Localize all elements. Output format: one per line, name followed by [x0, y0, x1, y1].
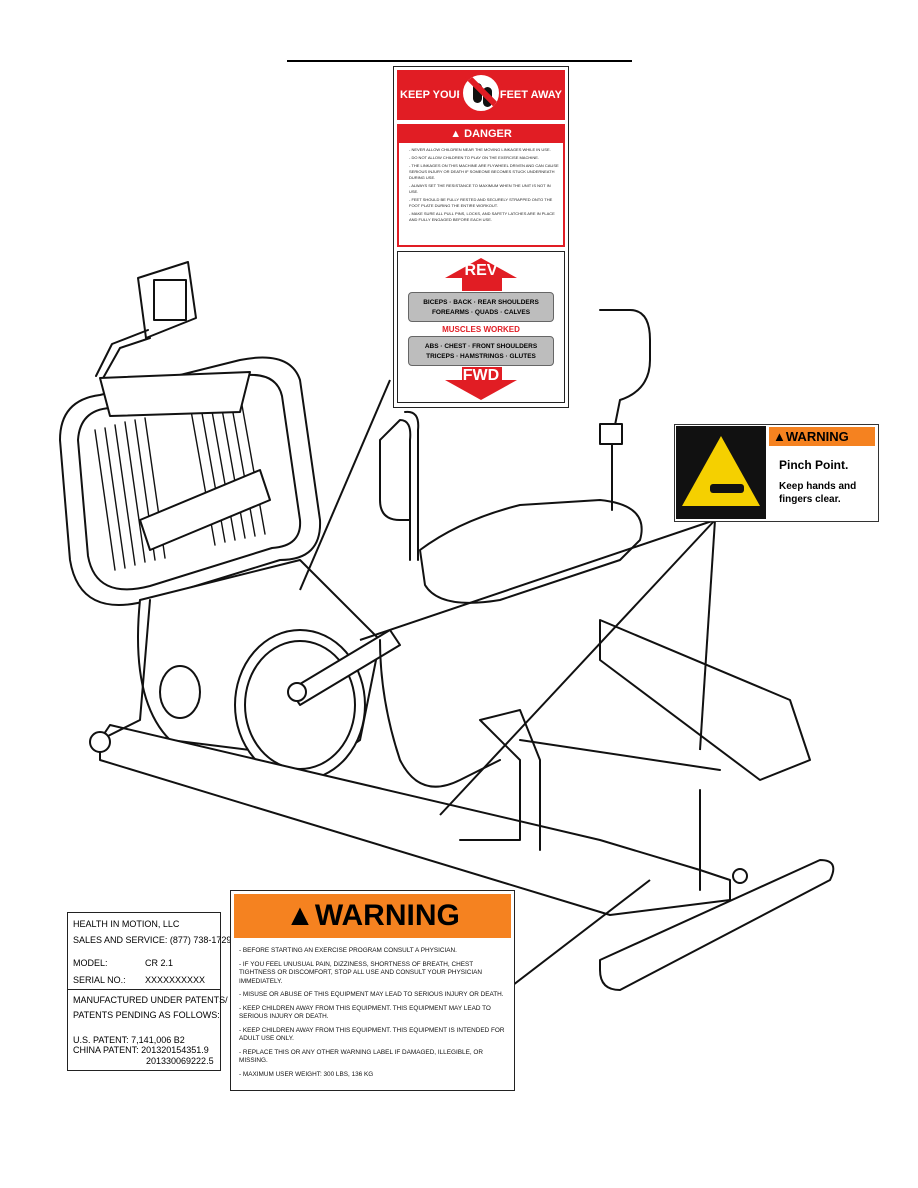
- safety-decal-stack: KEEP YOUR FEET AWAY ▲ DANGER - NEVER ALL…: [393, 66, 569, 408]
- warning-item: - IF YOU FEEL UNUSUAL PAIN, DIZZINESS, S…: [239, 960, 483, 985]
- fwd-muscles-box: ABS · CHEST · FRONT SHOULDERS TRICEPS · …: [408, 336, 554, 366]
- model-key: MODEL:: [73, 958, 108, 968]
- danger-header-text: DANGER: [464, 128, 512, 140]
- rev-text: REV: [464, 262, 498, 279]
- pinch-point-title: Pinch Point.: [779, 458, 849, 472]
- fwd-text: FWD: [462, 367, 500, 384]
- pinch-warning-header: ▲WARNING: [769, 427, 875, 446]
- china-patent-2: 201330069222.5: [146, 1056, 214, 1066]
- serial-value: XXXXXXXXXX: [145, 975, 206, 985]
- fwd-muscles-line1: ABS · CHEST · FRONT SHOULDERS: [424, 343, 538, 350]
- rev-muscles-box: BICEPS · BACK · REAR SHOULDERS FOREARMS …: [408, 292, 554, 322]
- patents-line2: PATENTS PENDING AS FOLLOWS:: [73, 1010, 220, 1020]
- serial-label: HEALTH IN MOTION, LLC SALES AND SERVICE:…: [67, 912, 231, 1071]
- feet-away-text: FEET AWAY: [499, 89, 562, 101]
- danger-item: - THE LINKAGES ON THIS MACHINE ARE FLYWH…: [409, 163, 559, 180]
- warning-header-text: WARNING: [314, 899, 460, 932]
- rev-muscles-line1: BICEPS · BACK · REAR SHOULDERS: [423, 299, 539, 306]
- sales-service: SALES AND SERVICE: (877) 738-1729: [73, 935, 232, 945]
- model-value: CR 2.1: [145, 958, 174, 968]
- muscles-worked-title: MUSCLES WORKED: [442, 325, 520, 334]
- danger-label: ▲ DANGER - NEVER ALLOW CHILDREN NEAR THE…: [397, 124, 565, 247]
- warning-label: ▲WARNING - BEFORE STARTING AN EXERCISE P…: [230, 890, 515, 1091]
- pinch-warning-text: WARNING: [785, 429, 849, 444]
- pinch-hazard-icon: [676, 426, 766, 519]
- rev-arrow-icon: [445, 258, 517, 278]
- warning-item: - MAXIMUM USER WEIGHT: 300 LBS, 136 KG: [239, 1070, 374, 1078]
- patents-line1: MANUFACTURED UNDER PATENTS/: [73, 995, 228, 1005]
- muscles-worked-label: REV BICEPS · BACK · REAR SHOULDERS FOREA…: [397, 251, 565, 403]
- warning-item: - BEFORE STARTING AN EXERCISE PROGRAM CO…: [239, 947, 457, 954]
- model-row: MODEL: CR 2.1: [73, 958, 173, 968]
- keep-feet-away-label: KEEP YOUR FEET AWAY: [397, 70, 565, 120]
- danger-list: - NEVER ALLOW CHILDREN NEAR THE MOVING L…: [399, 147, 563, 223]
- pinch-point-label: ▲WARNING Pinch Point. Keep hands and fin…: [674, 424, 879, 522]
- fwd-arrow-icon: [445, 380, 517, 400]
- danger-item: - ALWAYS SET THE RESISTANCE TO MAXIMUM W…: [409, 183, 551, 194]
- danger-item: - MAKE SURE ALL PULL PINS, LOCKS, AND SA…: [409, 211, 555, 222]
- company-name: HEALTH IN MOTION, LLC: [73, 919, 180, 929]
- warning-item: - KEEP CHILDREN AWAY FROM THIS EQUIPMENT…: [239, 1004, 491, 1021]
- serial-row: SERIAL NO.: XXXXXXXXXX: [73, 975, 205, 985]
- danger-item: - NEVER ALLOW CHILDREN NEAR THE MOVING L…: [409, 147, 551, 152]
- pinch-point-body: Keep hands and fingers clear.: [779, 481, 857, 505]
- top-rule: [287, 60, 632, 62]
- keep-your-text: KEEP YOUR: [400, 89, 465, 101]
- warning-list: - BEFORE STARTING AN EXERCISE PROGRAM CO…: [239, 947, 507, 1084]
- warning-item: - REPLACE THIS OR ANY OTHER WARNING LABE…: [239, 1048, 483, 1065]
- china-patent: CHINA PATENT: 201320154351.9: [73, 1045, 209, 1055]
- warning-item: - KEEP CHILDREN AWAY FROM THIS EQUIPMENT…: [239, 1026, 505, 1043]
- serial-key: SERIAL NO.:: [73, 975, 126, 985]
- danger-item: - FEET SHOULD BE FULLY RESTED AND SECURE…: [409, 197, 553, 208]
- danger-header: ▲ DANGER: [399, 126, 563, 143]
- fwd-muscles-line2: TRICEPS · HAMSTRINGS · GLUTES: [426, 353, 536, 360]
- rev-muscles-line2: FOREARMS · QUADS · CALVES: [431, 309, 531, 316]
- no-feet-icon: [459, 71, 503, 115]
- warning-item: - MISUSE OR ABUSE OF THIS EQUIPMENT MAY …: [239, 991, 504, 998]
- danger-item: - DO NOT ALLOW CHILDREN TO PLAY ON THE E…: [409, 155, 540, 160]
- warning-header: ▲WARNING: [234, 894, 511, 938]
- us-patent: U.S. PATENT: 7,141,006 B2: [73, 1035, 185, 1045]
